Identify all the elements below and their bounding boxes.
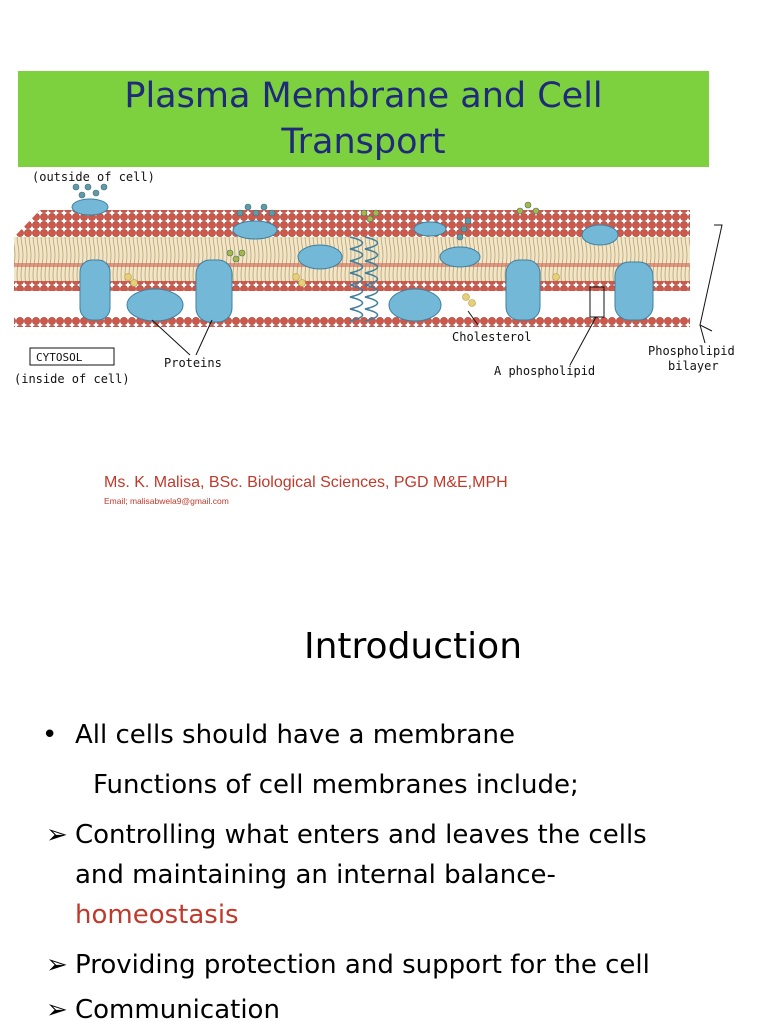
- label-cytosol: CYTOSOL: [36, 351, 83, 364]
- label-phospholipid: A phospholipid: [494, 364, 595, 378]
- leader-lines: [151, 310, 706, 366]
- cholesterol-molecules: [124, 273, 560, 307]
- plasma-membrane-diagram: (outside of cell): [14, 170, 735, 386]
- author-email: Email; malisabwela9@gmail.com: [104, 496, 229, 506]
- title-line-2: Transport: [281, 122, 446, 162]
- label-proteins: Proteins: [164, 356, 222, 370]
- label-bilayer-line1: Phospholipid: [648, 344, 735, 358]
- cytosol-box: [29, 347, 115, 366]
- helix-channel: [349, 236, 379, 322]
- author-credentials: Ms. K. Malisa, BSc. Biological Sciences,…: [104, 474, 508, 491]
- bullet-dot-icon: •: [42, 720, 58, 750]
- bullet-text: All cells should have a membrane: [75, 720, 515, 750]
- item-text: and maintaining an internal balance-: [75, 860, 556, 890]
- title-line-1: Plasma Membrane and Cell: [124, 76, 603, 116]
- arrow-bullet-icon: ➢: [46, 820, 68, 850]
- page-title: Plasma Membrane and Cell Transport: [18, 71, 709, 165]
- arrow-bullet-icon: ➢: [46, 995, 68, 1025]
- item-text: Communication: [75, 995, 280, 1025]
- item-text: Controlling what enters and leaves the c…: [75, 820, 647, 850]
- sub-text: Functions of cell membranes include;: [93, 770, 579, 800]
- item-text: Providing protection and support for the…: [75, 950, 650, 980]
- label-cholesterol: Cholesterol: [452, 330, 531, 344]
- section-heading: Introduction: [304, 626, 523, 667]
- carbohydrate-chains: [72, 183, 540, 263]
- title-band: [18, 71, 709, 167]
- bilayer-bracket: [699, 224, 723, 332]
- label-inside-cell: (inside of cell): [14, 372, 130, 386]
- membrane-proteins: [71, 198, 654, 323]
- arrow-bullet-icon: ➢: [46, 950, 68, 980]
- label-bilayer-line2: bilayer: [668, 359, 719, 373]
- label-outside-cell: (outside of cell): [32, 170, 155, 184]
- homeostasis-term: homeostasis: [75, 900, 239, 930]
- phospholipid-box: [589, 286, 605, 318]
